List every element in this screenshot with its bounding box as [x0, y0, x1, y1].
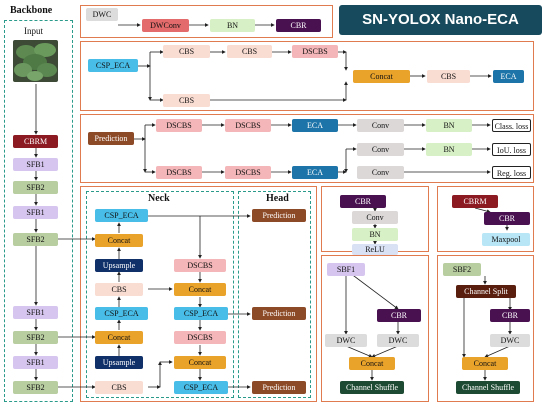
backbone-cbrm: CBRM	[13, 135, 58, 148]
sfb1-panel	[321, 255, 429, 402]
cbr-label-box: CBR	[340, 195, 386, 208]
sfb1-channel-shuffle: Channel Shuffle	[340, 381, 404, 394]
csp-eca-panel	[80, 41, 534, 111]
backbone-sfb2-d: SFB2	[13, 381, 58, 394]
sfb2-dwc: DWC	[490, 334, 530, 347]
pred-dscbs-1: DSCBS	[156, 119, 202, 132]
pred-eca-1: ECA	[292, 119, 338, 132]
neck-upsample-2: Upsample	[95, 356, 143, 369]
backbone-sfb1-a: SFB1	[13, 158, 58, 171]
neck-concat-3: Concat	[174, 283, 226, 296]
neck-csp-eca-1: CSP_ECA	[95, 209, 148, 222]
neck-cbs-1: CBS	[95, 283, 143, 296]
neck-csp-eca-4: CSP_ECA	[174, 381, 228, 394]
csp-concat: Concat	[353, 70, 410, 83]
cbr-bn: BN	[352, 228, 398, 241]
neck-head-panel	[80, 186, 317, 402]
neck-dscbs-2: DSCBS	[174, 331, 226, 344]
backbone-region	[4, 20, 73, 402]
backbone-sfb2-b: SFB2	[13, 233, 58, 246]
csp-cbs-1: CBS	[163, 45, 210, 58]
backbone-sfb2-a: SFB2	[13, 181, 58, 194]
pred-dscbs-4: DSCBS	[225, 166, 271, 179]
input-plant-image	[13, 40, 58, 82]
neck-concat-1: Concat	[95, 234, 143, 247]
cbrm-maxpool: Maxpool	[482, 233, 530, 246]
pred-eca-2: ECA	[292, 166, 338, 179]
prediction-panel	[80, 114, 534, 183]
cbrm-panel	[437, 186, 534, 252]
cbrm-cbr: CBR	[484, 212, 530, 225]
dwconv-cbr-box: CBR	[276, 19, 321, 32]
head-prediction-2: Prediction	[252, 307, 306, 320]
sfb2-concat: Concat	[462, 357, 508, 370]
neck-dscbs-1: DSCBS	[174, 259, 226, 272]
pred-conv-3: Conv	[357, 166, 404, 179]
pred-bn-2: BN	[426, 143, 472, 156]
sfb1-concat: Concat	[349, 357, 395, 370]
iou-loss-box: IoU. loss	[492, 143, 531, 156]
neck-csp-eca-3: CSP_ECA	[174, 307, 228, 320]
backbone-title: Backbone	[10, 5, 53, 16]
diagram-title: SN-YOLOX Nano-ECA	[339, 5, 542, 35]
pred-bn-1: BN	[426, 119, 472, 132]
neck-cbs-2: CBS	[95, 381, 143, 394]
pred-conv-2: Conv	[357, 143, 404, 156]
backbone-sfb1-d: SFB1	[13, 356, 58, 369]
sfb2-channel-split: Channel Split	[456, 285, 516, 298]
csp-cbs-2: CBS	[227, 45, 272, 58]
csp-dscbs: DSCBS	[292, 45, 338, 58]
neck-region	[86, 191, 234, 398]
neck-upsample-1: Upsample	[95, 259, 143, 272]
dwc-label-box: DWC	[86, 8, 118, 21]
neck-concat-4: Concat	[174, 356, 226, 369]
sfb1-label-box: SBF1	[327, 263, 365, 276]
pred-dscbs-2: DSCBS	[225, 119, 271, 132]
neck-csp-eca-2: CSP_ECA	[95, 307, 148, 320]
csp-cbs-3: CBS	[427, 70, 470, 83]
csp-eca-label-box: CSP_ECA	[88, 59, 138, 72]
cbrm-label-box: CBRM	[452, 195, 498, 208]
sfb2-panel	[437, 255, 534, 402]
head-region	[238, 191, 311, 398]
head-prediction-1: Prediction	[252, 209, 306, 222]
pred-conv-1: Conv	[357, 119, 404, 132]
cbr-conv: Conv	[352, 211, 398, 224]
cbr-relu: ReLU	[352, 244, 398, 255]
head-prediction-3: Prediction	[252, 381, 306, 394]
sfb2-channel-shuffle: Channel Shuffle	[456, 381, 520, 394]
backbone-sfb1-b: SFB1	[13, 206, 58, 219]
sfb2-cbr: CBR	[490, 309, 530, 322]
sfb1-cbr: CBR	[377, 309, 421, 322]
pred-label-box: Prediction	[88, 132, 134, 145]
dwconv-box: DWConv	[142, 19, 189, 32]
input-label: Input	[24, 26, 43, 36]
head-title: Head	[266, 193, 289, 204]
sfb1-dwc-1: DWC	[325, 334, 367, 347]
class-loss-box: Class. loss	[492, 119, 531, 132]
csp-cbs-4: CBS	[163, 94, 210, 107]
reg-loss-box: Reg. loss	[492, 166, 531, 179]
dwconv-bn-box: BN	[210, 19, 255, 32]
neck-title: Neck	[148, 193, 170, 204]
neck-concat-2: Concat	[95, 331, 143, 344]
dwconv-panel	[80, 5, 333, 38]
pred-dscbs-3: DSCBS	[156, 166, 202, 179]
backbone-sfb2-c: SFB2	[13, 331, 58, 344]
sfb2-label-box: SBF2	[443, 263, 481, 276]
backbone-sfb1-c: SFB1	[13, 306, 58, 319]
csp-eca: ECA	[493, 70, 524, 83]
sfb1-dwc-2: DWC	[377, 334, 419, 347]
